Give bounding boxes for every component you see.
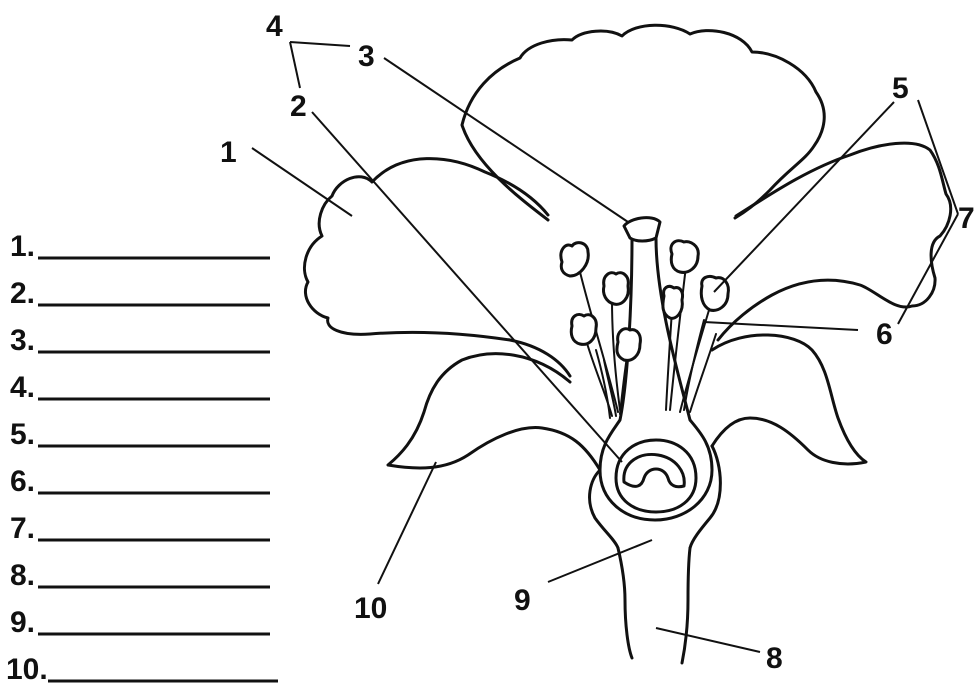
flower-drawing [304,25,950,663]
answer-blanks: 1. 2. 3. 4. 5. 6. 7. [6,230,278,683]
blank-number: 1. [10,230,35,263]
blank-number: 6. [10,465,35,498]
leader-lines [252,42,958,652]
leader-7b [898,214,958,324]
callout-3: 3 [358,40,375,73]
callout-2: 2 [290,90,307,123]
stem [618,548,690,663]
leader-9 [548,540,652,582]
callout-10: 10 [354,592,387,625]
blank-number: 3. [10,324,35,357]
callout-6: 6 [876,318,893,351]
ovule [624,454,684,486]
answer-blank-6[interactable]: 6. [10,465,270,498]
leader-1 [252,148,352,216]
top-petal [462,25,824,220]
blank-number: 10. [6,653,48,683]
blank-number: 7. [10,512,35,545]
callout-9: 9 [514,584,531,617]
answer-blank-9[interactable]: 9. [10,606,270,639]
leader-8 [656,628,760,652]
answer-blank-3[interactable]: 3. [10,324,270,357]
right-sepal [712,335,866,464]
anther [561,243,588,276]
leader-4a [290,42,350,46]
stigma [624,218,660,241]
left-petal [304,159,570,376]
answer-blank-7[interactable]: 7. [10,512,270,545]
anther [663,286,683,318]
blank-number: 8. [10,559,35,592]
callout-7: 7 [958,202,974,235]
leader-10 [378,462,436,584]
anthers [561,241,728,361]
callout-1: 1 [220,136,237,169]
leader-7a [918,100,958,214]
anther [671,241,698,273]
answer-blank-2[interactable]: 2. [10,277,270,310]
leader-4b [290,42,300,88]
anther [617,329,641,361]
answer-blank-8[interactable]: 8. [10,559,270,592]
blank-number: 4. [10,371,35,404]
anther [603,273,628,305]
anther [571,314,596,344]
answer-blank-1[interactable]: 1. [10,230,270,263]
blank-number: 5. [10,418,35,451]
callout-labels: 1 2 3 4 5 6 7 8 9 10 [220,10,974,675]
callout-4: 4 [266,10,283,43]
answer-blank-10[interactable]: 10. [6,653,278,683]
blank-number: 2. [10,277,35,310]
leader-5 [714,102,894,292]
right-petal [718,143,951,340]
answer-blank-5[interactable]: 5. [10,418,270,451]
callout-5: 5 [892,72,909,105]
leader-3 [384,58,628,222]
answer-blank-4[interactable]: 4. [10,371,270,404]
callout-8: 8 [766,642,783,675]
blank-number: 9. [10,606,35,639]
